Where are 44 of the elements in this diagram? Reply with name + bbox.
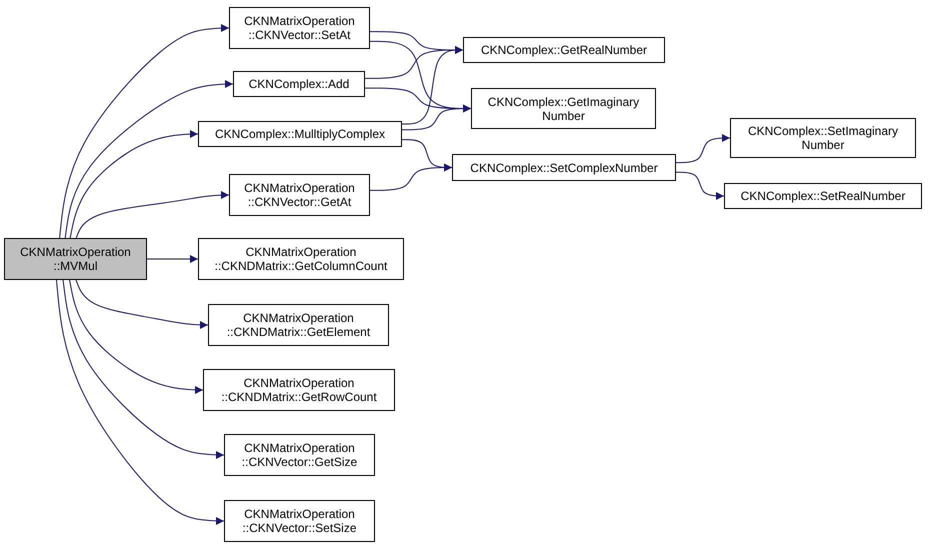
function-name: CKNComplex::GetImaginary Number [486,94,640,122]
function-name: CKNMatrixOperation ::CKNVector::GetSize [240,441,358,469]
call-arrow [56,280,224,525]
function-name: CKNMatrixOperation ::CKNVector::SetSize [241,507,358,535]
call-arrow [676,134,730,164]
function-name: CKNComplex::MulltiplyComplex [214,127,386,141]
function-name: CKNComplex::SetRealNumber [740,189,906,203]
function-box [452,154,676,181]
call-arrow [64,80,234,238]
call-arrow [59,24,230,238]
function-box [198,121,402,147]
call-arrow [76,191,230,238]
function-box [233,71,365,97]
function-box [224,500,375,542]
function-box [224,434,375,476]
function-name: CKNComplex::SetImaginary Number [746,124,900,152]
function-box [229,7,370,49]
function-name: CKNMatrixOperation ::CKNDMatrix::GetElement [226,311,372,339]
function-name: CKNMatrixOperation ::MVMul [19,245,132,273]
function-box [724,183,922,209]
call-arrow [402,46,464,124]
call-arrow [676,172,724,200]
function-box [198,238,404,280]
call-arrow [69,280,204,394]
function-box [4,238,147,280]
call-arrow [70,130,198,238]
call-arrow [76,280,208,329]
function-box [203,369,395,411]
function-box [229,174,370,216]
function-name: CKNMatrixOperation ::CKNVector::SetAt [243,14,356,42]
function-name: CKNComplex::SetComplexNumber [469,160,659,174]
call-arrow [146,255,198,263]
call-arrow [402,104,472,130]
function-box [463,37,665,63]
function-name: CKNMatrixOperation ::CKNDMatrix::GetRowCount [220,376,378,404]
call-arrow [370,164,452,191]
function-name: CKNMatrixOperation ::CKNVector::GetAt [243,181,356,209]
function-box [471,88,656,129]
function-name: CKNMatrixOperation ::CKNDMatrix::GetColumnCount [214,245,388,273]
function-box [730,118,916,158]
function-box [208,304,389,346]
function-name: CKNComplex::Add [248,77,350,91]
call-arrow [62,280,224,459]
function-name: CKNComplex::GetRealNumber [480,43,648,57]
